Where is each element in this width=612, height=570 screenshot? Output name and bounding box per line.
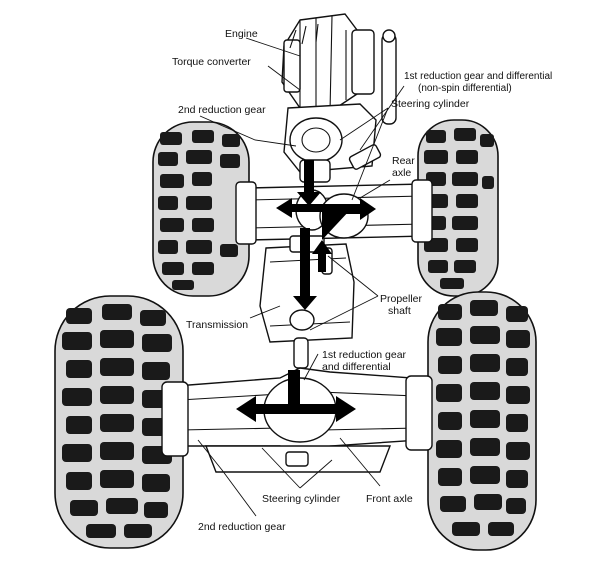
label-steering-cylinder-rear: Steering cylinder [391, 98, 470, 110]
label-non-spin-differential: (non-spin differential) [418, 83, 512, 94]
label-second-reduction-rear: 2nd reduction gear [178, 104, 266, 116]
label-engine: Engine [225, 28, 258, 40]
label-rear-axle-line1: Rear [392, 155, 415, 167]
rear-left-tire [152, 121, 250, 297]
torque-converter [283, 103, 377, 183]
rear-right-tire [417, 119, 499, 297]
leader-lines [197, 37, 405, 517]
label-rear-axle-line2: axle [392, 167, 411, 179]
label-propeller-shaft-line1: Propeller [380, 293, 423, 305]
label-torque-converter: Torque converter [172, 56, 251, 68]
label-first-reduction-front-line2: and differential [322, 361, 391, 373]
label-second-reduction-front: 2nd reduction gear [198, 521, 286, 533]
label-first-reduction-rear: 1st reduction gear and differential [404, 71, 552, 82]
power-flow-arrows [236, 160, 376, 422]
engine-assembly [281, 13, 397, 125]
label-steering-cylinder-front: Steering cylinder [262, 493, 341, 505]
label-transmission: Transmission [186, 319, 248, 331]
label-propeller-shaft-line2: shaft [388, 305, 411, 317]
front-left-tire [54, 295, 184, 549]
front-right-tire [427, 291, 537, 551]
label-first-reduction-front-line1: 1st reduction gear [322, 349, 407, 361]
label-front-axle: Front axle [366, 493, 413, 505]
